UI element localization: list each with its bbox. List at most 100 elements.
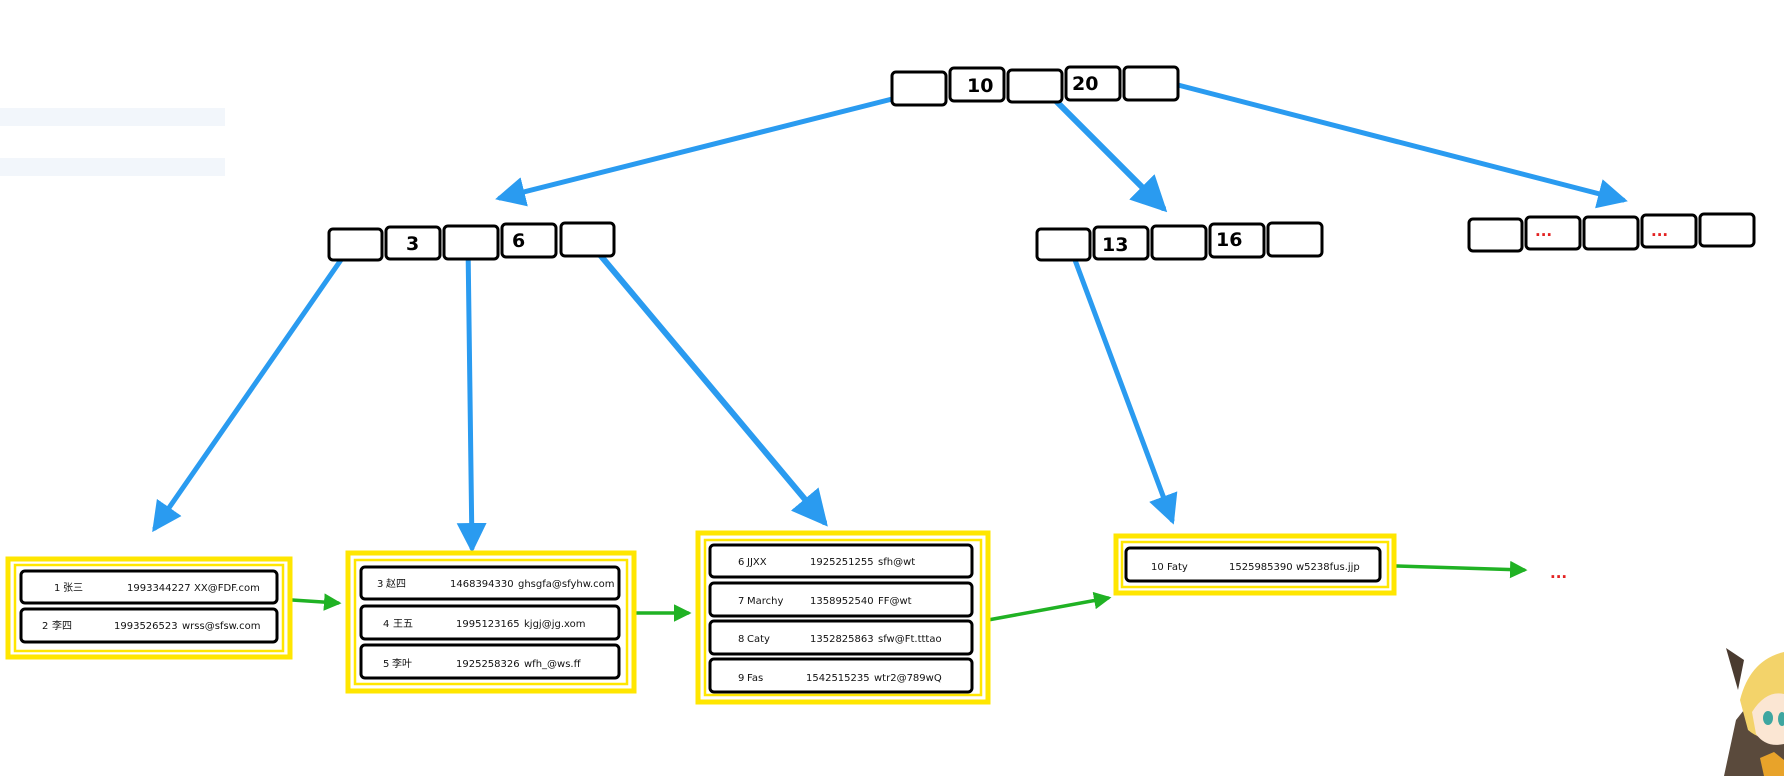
row-phone: 1925258326 [456, 659, 520, 670]
right-pointer-cell [1582, 215, 1640, 251]
edge-root-to-left [495, 89, 923, 207]
row-name: JJXX [746, 557, 767, 568]
left-key-1: 3 [406, 233, 419, 255]
edge-left-to-leaf3 [582, 234, 828, 527]
leaf-frame-inner [353, 558, 629, 686]
background-bar [0, 108, 225, 126]
leaf-node-4: 10 Faty 1525985390 w5238fus.jjp [1113, 533, 1397, 596]
row-id: 9 [738, 673, 744, 684]
row-phone: 1352825863 [810, 634, 874, 645]
internal-node-mid: 13 16 [1035, 221, 1324, 262]
leaf-node-2: 3 赵四 1468394330 ghsgfa@sfyhw.com 4 王五 19… [345, 550, 637, 694]
root-pointer-cell [1122, 65, 1180, 102]
row-email: wfh_@ws.ff [524, 659, 582, 670]
leaf-row: 10 Faty 1525985390 w5238fus.jjp [1124, 546, 1382, 583]
row-phone: 1525985390 [1229, 562, 1293, 573]
leaf-row: 5 李叶 1925258326 wfh_@ws.ff [359, 643, 621, 680]
right-key-cell: ... [1524, 215, 1582, 251]
root-pointer-cell [1006, 68, 1064, 104]
right-pointer-cell [1698, 212, 1756, 248]
row-email: w5238fus.jjp [1296, 562, 1360, 573]
row-email: FF@wt [878, 596, 912, 607]
left-pointer-cell [559, 221, 616, 258]
row-name: Caty [747, 634, 770, 645]
leaf-row: 1 张三 1993344227 XX@FDF.com [19, 569, 279, 605]
leaf-link-3-4 [986, 591, 1112, 622]
row-id: 8 [738, 634, 744, 645]
row-id: 2 [42, 621, 48, 632]
row-phone: 1993526523 [114, 621, 178, 632]
pointer-edges [152, 74, 1628, 553]
row-phone: 1542515235 [806, 673, 870, 684]
continuation-ellipsis: ... [1550, 564, 1567, 582]
mid-pointer-cell [1035, 227, 1092, 262]
leaf-row: 6 JJXX 1925251255 sfh@wt [708, 543, 974, 579]
leaf-frame-inner [13, 563, 285, 653]
leaf-links [290, 560, 1528, 622]
row-name: 李四 [52, 619, 72, 632]
row-phone: 1995123165 [456, 619, 520, 630]
left-pointer-cell [327, 227, 384, 262]
leaf-node-3: 6 JJXX 1925251255 sfh@wt 7 Marchy 135895… [695, 530, 991, 705]
leaf-frame-inner [1120, 540, 1390, 589]
leaf-row: 2 李四 1993526523 wrss@sfsw.com [19, 607, 279, 644]
left-key-2: 6 [512, 230, 525, 252]
internal-node-right: ... ... [1467, 212, 1756, 253]
background-bar [0, 158, 225, 176]
right-key-cell: ... [1640, 213, 1698, 249]
leaf-row: 3 赵四 1468394330 ghsgfa@sfyhw.com [359, 565, 621, 601]
leaf-link-4-next [1394, 560, 1528, 579]
row-id: 6 [738, 557, 744, 568]
root-node: 10 20 [890, 65, 1180, 107]
leaf-row: 8 Caty 1352825863 sfw@Ft.tttao [708, 619, 974, 656]
mid-key-cell: 13 [1092, 225, 1150, 261]
mid-key-cell: 16 [1208, 222, 1266, 259]
leaf-row: 4 王五 1995123165 kjgj@jg.xom [359, 604, 621, 641]
leaf-row: 9 Fas 1542515235 wtr2@789wQ [708, 657, 974, 694]
row-phone: 1358952540 [810, 596, 874, 607]
root-key-cell: 20 [1064, 65, 1122, 102]
edge-left-to-leaf1 [152, 241, 355, 533]
mid-key-2: 16 [1216, 229, 1242, 251]
row-email: kjgj@jg.xom [524, 619, 585, 630]
row-email: wrss@sfsw.com [182, 621, 260, 632]
row-name: 李叶 [392, 657, 412, 670]
leaf-link-1-2 [290, 593, 342, 611]
row-email: XX@FDF.com [194, 583, 260, 594]
row-email: ghsgfa@sfyhw.com [518, 579, 615, 590]
row-phone: 1993344227 [127, 583, 191, 594]
row-name: 王五 [393, 619, 413, 630]
mid-pointer-cell [1266, 221, 1324, 258]
edge-mid-to-leaf4 [1066, 241, 1178, 525]
row-id: 10 [1151, 562, 1164, 573]
row-id: 4 [383, 619, 389, 630]
edge-left-to-leaf2 [456, 241, 487, 553]
right-key-ellipsis: ... [1651, 222, 1668, 240]
row-id: 5 [383, 659, 389, 670]
left-key-cell: 3 [384, 225, 442, 261]
row-email: wtr2@789wQ [874, 673, 942, 684]
row-phone: 1468394330 [450, 579, 514, 590]
mid-pointer-cell [1150, 224, 1208, 261]
row-id: 1 [54, 583, 60, 594]
root-key-1: 10 [967, 75, 993, 97]
internal-node-left: 3 6 [327, 221, 616, 262]
leaf-node-1: 1 张三 1993344227 XX@FDF.com 2 李四 19935265… [5, 556, 293, 660]
row-name: Marchy [747, 596, 783, 607]
mid-key-1: 13 [1102, 234, 1128, 256]
root-pointer-cell [890, 70, 948, 107]
root-key-cell: 10 [948, 66, 1006, 103]
row-name: Fas [747, 673, 763, 684]
row-phone: 1925251255 [810, 557, 874, 568]
row-id: 3 [377, 579, 383, 590]
row-name: Faty [1167, 562, 1188, 573]
row-name: 张三 [63, 582, 83, 594]
left-pointer-cell [442, 224, 500, 261]
root-key-2: 20 [1072, 73, 1098, 95]
row-email: sfw@Ft.tttao [878, 634, 942, 645]
right-pointer-cell [1467, 217, 1524, 253]
row-email: sfh@wt [878, 557, 915, 568]
leaf-frame-inner [703, 538, 983, 697]
row-id: 7 [738, 596, 744, 607]
